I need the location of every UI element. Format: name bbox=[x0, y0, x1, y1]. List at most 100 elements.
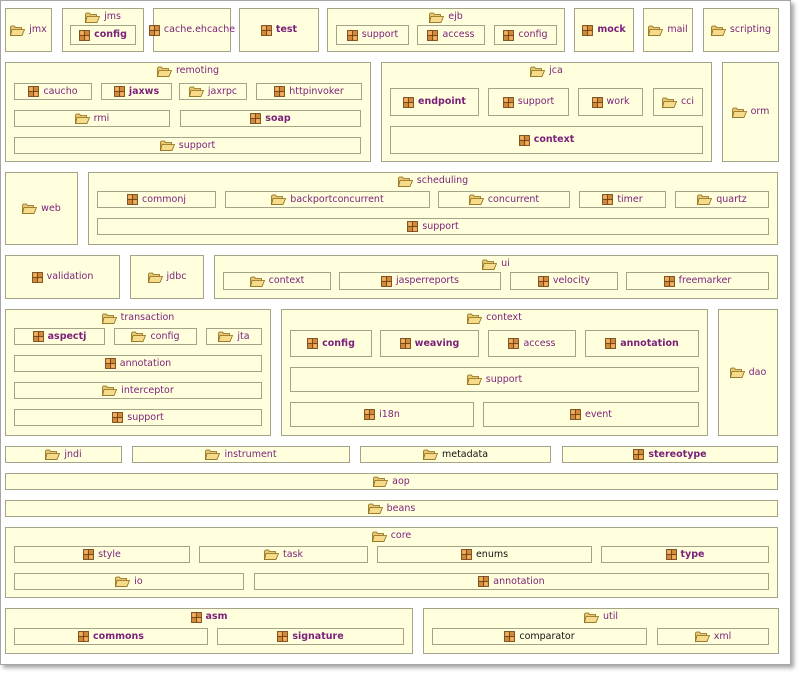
package-label: mock bbox=[575, 9, 633, 51]
package-label: ui bbox=[215, 258, 777, 270]
package-icon bbox=[508, 338, 520, 349]
package-aspectj[interactable]: aspectj bbox=[14, 328, 105, 345]
package-icon bbox=[104, 358, 116, 369]
folder-icon bbox=[147, 272, 163, 283]
package-name: scripting bbox=[729, 24, 772, 36]
package-concurrent[interactable]: concurrent bbox=[438, 191, 570, 208]
package-caucho[interactable]: caucho bbox=[14, 83, 92, 100]
package-web[interactable]: web bbox=[5, 172, 78, 245]
package-task[interactable]: task bbox=[199, 546, 368, 563]
package-icon bbox=[399, 338, 411, 349]
package-jmx[interactable]: jmx bbox=[5, 8, 52, 52]
package-name: remoting bbox=[175, 65, 220, 77]
package-name: metadata bbox=[441, 448, 489, 460]
package-event[interactable]: event bbox=[483, 402, 699, 427]
package-ejb-config[interactable]: config bbox=[494, 25, 557, 45]
package-aop[interactable]: aop bbox=[5, 473, 778, 490]
package-name: asm bbox=[205, 611, 228, 623]
package-tx-annotation[interactable]: annotation bbox=[14, 355, 262, 372]
package-work[interactable]: work bbox=[578, 88, 643, 116]
package-name: mock bbox=[597, 24, 626, 36]
package-comparator[interactable]: comparator bbox=[432, 628, 647, 645]
package-ctx-support[interactable]: support bbox=[290, 367, 699, 392]
package-velocity[interactable]: velocity bbox=[510, 272, 618, 290]
package-i18n[interactable]: i18n bbox=[290, 402, 474, 427]
package-commons[interactable]: commons bbox=[14, 628, 208, 645]
package-dao[interactable]: dao bbox=[718, 309, 778, 436]
package-ui-context[interactable]: context bbox=[223, 272, 331, 290]
folder-icon bbox=[45, 449, 61, 460]
package-icon bbox=[502, 96, 514, 108]
folder-icon bbox=[466, 374, 482, 385]
package-enums[interactable]: enums bbox=[377, 546, 592, 563]
package-name: ui bbox=[501, 258, 510, 270]
package-jndi[interactable]: jndi bbox=[5, 446, 122, 463]
package-jca-context[interactable]: context bbox=[390, 126, 703, 154]
package-type[interactable]: type bbox=[601, 546, 769, 563]
folder-icon bbox=[159, 140, 175, 151]
package-name: orm bbox=[750, 106, 770, 118]
package-jasperreports[interactable]: jasperreports bbox=[339, 272, 501, 290]
package-ejb-support[interactable]: support bbox=[336, 25, 409, 45]
package-beans[interactable]: beans bbox=[5, 500, 778, 517]
package-ctx-config[interactable]: config bbox=[290, 330, 372, 357]
package-quartz[interactable]: quartz bbox=[675, 191, 769, 208]
package-orm[interactable]: orm bbox=[722, 62, 779, 162]
package-ctx-access[interactable]: access bbox=[488, 330, 576, 357]
folder-icon bbox=[373, 476, 389, 487]
package-tx-config[interactable]: config bbox=[114, 328, 197, 345]
package-endpoint[interactable]: endpoint bbox=[390, 88, 479, 116]
package-mail[interactable]: mail bbox=[643, 8, 693, 52]
package-cci[interactable]: cci bbox=[653, 88, 703, 116]
package-xml[interactable]: xml bbox=[657, 628, 769, 645]
package-jaxws[interactable]: jaxws bbox=[101, 83, 172, 100]
package-jca-support[interactable]: support bbox=[488, 88, 569, 116]
folder-icon bbox=[729, 367, 745, 378]
package-interceptor[interactable]: interceptor bbox=[14, 382, 262, 399]
package-httpinvoker[interactable]: httpinvoker bbox=[256, 83, 362, 100]
package-label: remoting bbox=[6, 65, 370, 77]
package-commonj[interactable]: commonj bbox=[97, 191, 216, 208]
package-remoting-support[interactable]: support bbox=[14, 137, 361, 154]
package-name: enums bbox=[475, 548, 509, 560]
package-core-annotation[interactable]: annotation bbox=[254, 573, 769, 590]
package-jms-config[interactable]: config bbox=[70, 25, 136, 45]
package-label: rmi bbox=[15, 111, 169, 126]
package-metadata[interactable]: metadata bbox=[360, 446, 551, 463]
package-style[interactable]: style bbox=[14, 546, 190, 563]
package-jta[interactable]: jta bbox=[206, 328, 262, 345]
package-cache-ehcache[interactable]: cache.ehcache bbox=[149, 8, 235, 52]
package-label: comparator bbox=[433, 629, 646, 644]
package-name: weaving bbox=[414, 337, 460, 349]
package-instrument[interactable]: instrument bbox=[132, 446, 350, 463]
package-signature[interactable]: signature bbox=[217, 628, 404, 645]
package-ejb-access[interactable]: access bbox=[417, 25, 485, 45]
package-icon bbox=[591, 96, 603, 108]
package-label: context bbox=[282, 312, 707, 324]
package-weaving[interactable]: weaving bbox=[380, 330, 479, 357]
package-validation[interactable]: validation bbox=[5, 255, 120, 299]
package-test[interactable]: test bbox=[239, 8, 319, 52]
package-scripting[interactable]: scripting bbox=[703, 8, 779, 52]
package-label: jmx bbox=[6, 9, 51, 51]
package-label: work bbox=[579, 89, 642, 115]
package-mock[interactable]: mock bbox=[574, 8, 634, 52]
package-io[interactable]: io bbox=[14, 573, 244, 590]
package-jdbc[interactable]: jdbc bbox=[130, 255, 204, 299]
package-jaxrpc[interactable]: jaxrpc bbox=[179, 83, 247, 100]
folder-icon bbox=[249, 276, 265, 287]
package-soap[interactable]: soap bbox=[180, 110, 361, 127]
package-label: endpoint bbox=[391, 89, 478, 115]
package-timer[interactable]: timer bbox=[579, 191, 666, 208]
package-ctx-annotation[interactable]: annotation bbox=[585, 330, 699, 357]
package-name: commons bbox=[93, 630, 144, 642]
package-stereotype[interactable]: stereotype bbox=[562, 446, 778, 463]
folder-icon bbox=[482, 259, 498, 270]
package-rmi[interactable]: rmi bbox=[14, 110, 170, 127]
package-name: annotation bbox=[493, 575, 545, 587]
package-name: timer bbox=[617, 193, 643, 205]
package-scheduling-support[interactable]: support bbox=[97, 218, 769, 235]
package-freemarker[interactable]: freemarker bbox=[626, 272, 769, 290]
package-backportconcurrent[interactable]: backportconcurrent bbox=[225, 191, 430, 208]
package-tx-support[interactable]: support bbox=[14, 409, 262, 426]
